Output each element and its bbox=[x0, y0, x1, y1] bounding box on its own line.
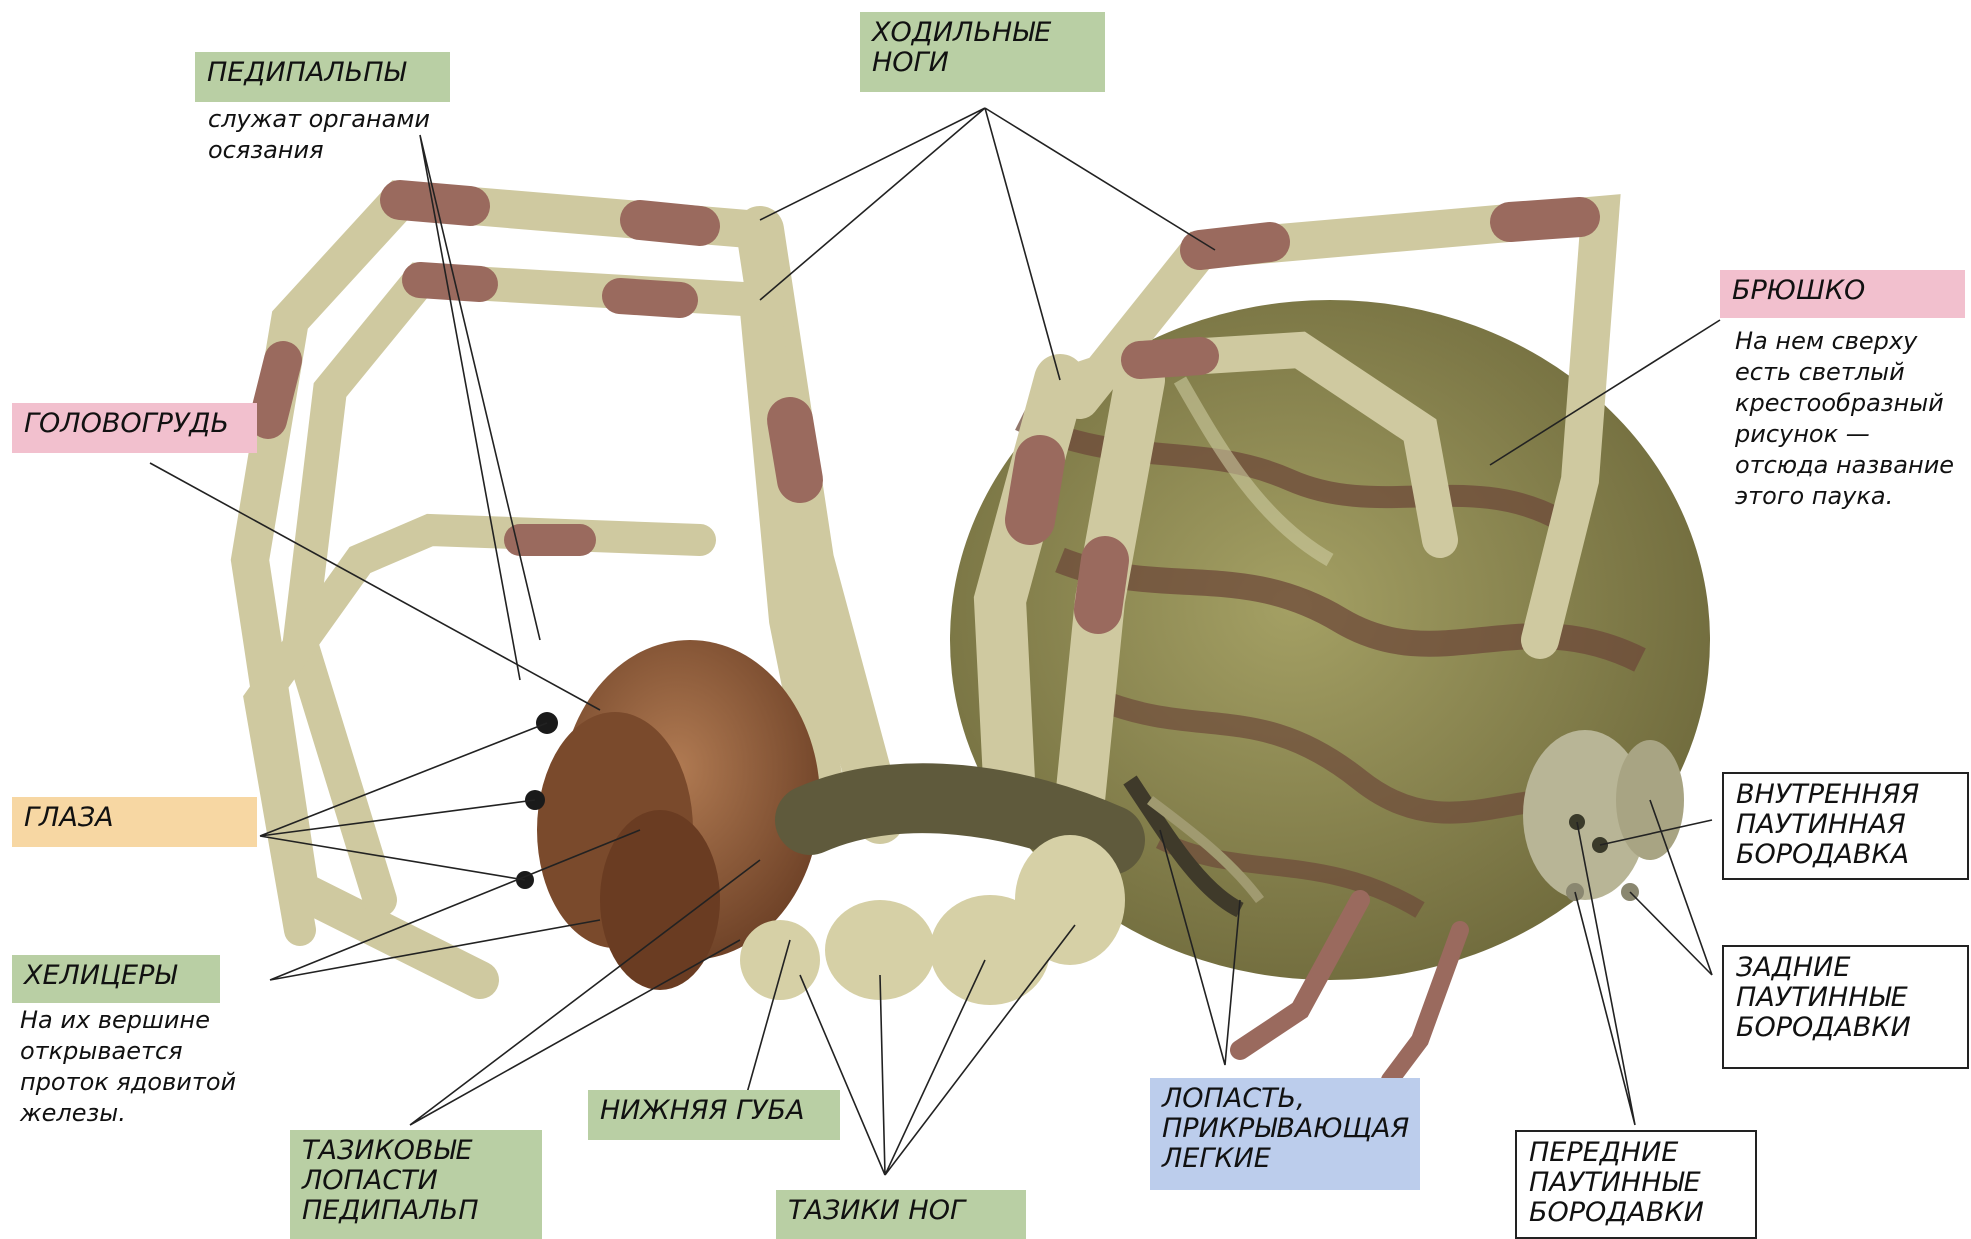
label-lung-flap: ЛОПАСТЬ, ПРИКРЫВАЮЩАЯ ЛЕГКИЕ bbox=[1150, 1078, 1420, 1190]
label-rear-spinnerets: ЗАДНИЕ ПАУТИННЫЕ БОРОДАВКИ bbox=[1722, 945, 1969, 1069]
label-pedipalps: ПЕДИПАЛЬПЫ bbox=[195, 52, 450, 102]
label-cephalothorax: ГОЛОВОГРУДЬ bbox=[12, 403, 257, 453]
spinnerets-shape bbox=[1523, 730, 1684, 901]
label-walking-legs: ХОДИЛЬНЫЕ НОГИ bbox=[860, 12, 1105, 92]
label-coxal-lobes-pedipalps: ТАЗИКОВЫЕ ЛОПАСТИ ПЕДИПАЛЬП bbox=[290, 1130, 542, 1239]
label-leg-coxae: ТАЗИКИ НОГ bbox=[776, 1190, 1026, 1239]
label-inner-spinneret: ВНУТРЕННЯЯ ПАУТИННАЯ БОРОДАВКА bbox=[1722, 772, 1969, 880]
label-lower-lip: НИЖНЯЯ ГУБА bbox=[588, 1090, 840, 1140]
note-pedipalps: служат органами осязания bbox=[208, 104, 488, 166]
label-front-spinnerets: ПЕРЕДНИЕ ПАУТИННЫЕ БОРОДАВКИ bbox=[1515, 1130, 1757, 1239]
label-eyes: ГЛАЗА bbox=[12, 797, 257, 847]
label-abdomen: БРЮШКО bbox=[1720, 270, 1965, 318]
note-chelicerae: На их вершине открывается проток ядовито… bbox=[20, 1005, 270, 1129]
note-abdomen: На нем сверху есть светлый крестообразны… bbox=[1735, 326, 1970, 512]
label-chelicerae: ХЕЛИЦЕРЫ bbox=[12, 955, 220, 1003]
